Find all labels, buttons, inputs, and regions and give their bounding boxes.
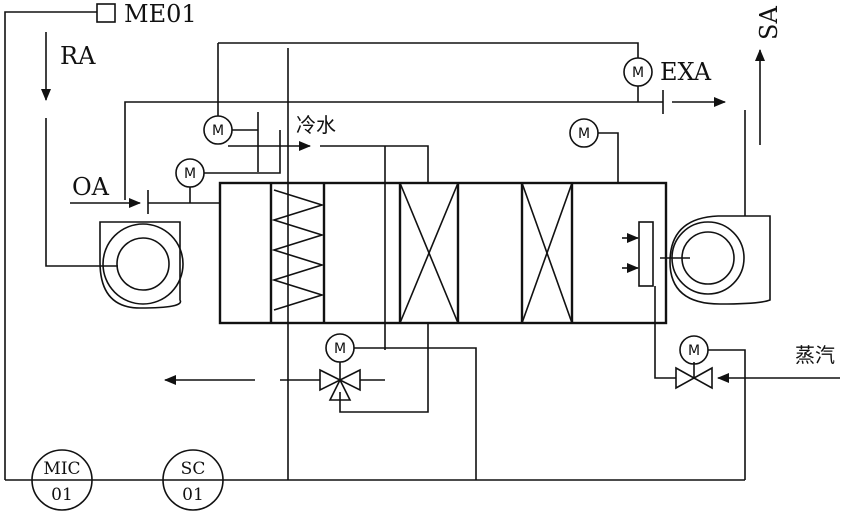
me01-label: ME01 <box>124 0 197 28</box>
chilled-water-supply-pipe <box>320 145 429 183</box>
cooling-coil <box>399 182 459 324</box>
sc-label: SC <box>181 459 206 479</box>
outdoor-air-label: OA <box>72 173 110 201</box>
return-air-duct-line <box>45 118 118 267</box>
actuator-m-label: M <box>184 166 196 182</box>
actuator-m-label: M <box>212 123 224 139</box>
mic-number: 01 <box>51 485 73 505</box>
outdoor-damper-actuator: M <box>175 158 205 188</box>
outdoor-damper-link <box>204 130 281 174</box>
return-fan <box>99 221 184 309</box>
filter-section <box>271 189 325 311</box>
return-air-damper-link <box>598 132 619 183</box>
chilled-water-valve-actuator: M <box>325 333 355 363</box>
heating-coil <box>521 182 573 324</box>
air-handling-unit <box>218 181 668 325</box>
steam-label: 蒸汽 <box>795 343 835 367</box>
steam-valve <box>675 362 713 390</box>
chilled-water-label: 冷水 <box>296 113 336 137</box>
damper-control-line <box>218 42 639 58</box>
return-air-label: RA <box>60 42 96 70</box>
exhaust-damper-link <box>124 101 663 200</box>
mic-label: MIC <box>43 459 80 479</box>
me01-signal-line <box>4 11 97 480</box>
exhaust-air-label: EXA <box>660 58 712 86</box>
actuator-m-label: M <box>688 343 700 359</box>
return-air-damper-actuator: M <box>569 118 599 148</box>
actuator-m-label: M <box>632 65 644 81</box>
steam-valve-signal-line <box>708 349 746 480</box>
mic-01-controller: MIC 01 <box>31 449 93 511</box>
sc-01-controller: SC 01 <box>162 449 224 511</box>
actuator-m-label: M <box>334 341 346 357</box>
supply-air-label: SA <box>755 6 783 40</box>
chilled-water-return-pipe <box>339 323 429 413</box>
return-damper-actuator: M <box>203 115 233 145</box>
steam-humidifier <box>622 221 654 287</box>
supply-fan <box>669 215 771 305</box>
actuator-m-label: M <box>578 126 590 142</box>
steam-valve-actuator: M <box>679 335 709 365</box>
steam-pipe-to-humidifier <box>654 286 676 379</box>
sc-number: 01 <box>182 485 204 505</box>
exhaust-damper-actuator: M <box>623 57 653 87</box>
chilled-valve-signal-line <box>354 347 477 480</box>
humidity-sensor-me01: ME01 <box>96 0 197 28</box>
